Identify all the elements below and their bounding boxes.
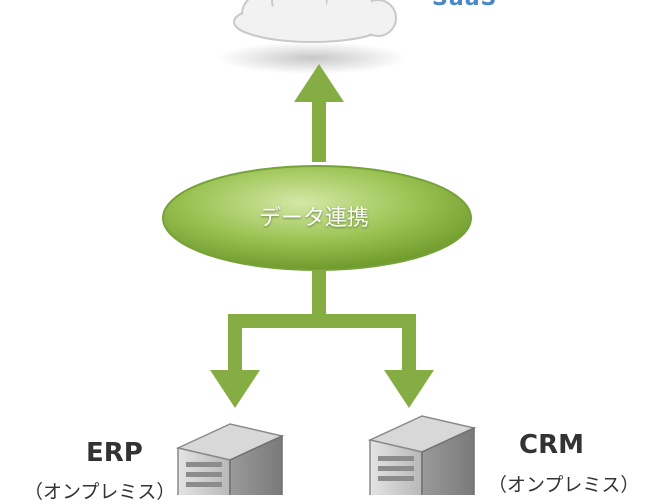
saas-label: SaaS: [432, 0, 497, 11]
hub-label: データ連携: [258, 206, 369, 231]
erp-server-icon: [175, 423, 285, 495]
arrow-up-to-saas: [294, 64, 344, 162]
cloud-shadow: [217, 42, 407, 74]
crm-sublabel: （オンプレミス）: [488, 474, 640, 496]
crm-label: CRM: [519, 430, 584, 460]
crm-server-icon: [367, 415, 477, 495]
erp-sublabel: （オンプレミス）: [24, 481, 176, 503]
erp-label: ERP: [86, 438, 143, 468]
cloud-icon: [233, 0, 397, 43]
arrow-split-to-systems: [210, 270, 434, 408]
